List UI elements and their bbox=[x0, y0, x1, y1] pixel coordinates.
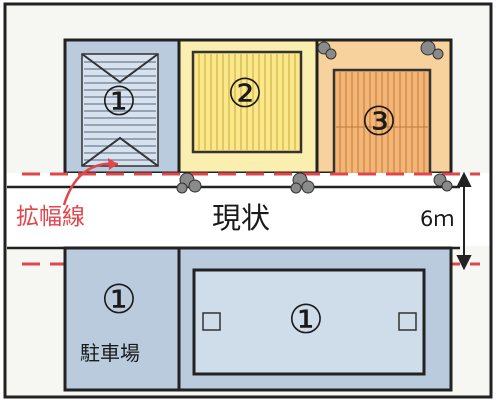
label-lot-3: ③ bbox=[361, 99, 397, 145]
parking-label: 駐車場 bbox=[80, 341, 140, 365]
widening-line-label: 拡幅線 bbox=[16, 204, 85, 230]
label-lot-1-top: ① bbox=[101, 79, 137, 125]
lot-2-roof bbox=[191, 50, 303, 154]
garden-stone-icon bbox=[176, 40, 453, 194]
road-width-label: 6ｍ bbox=[420, 207, 455, 231]
label-lot-1-bottom: ① bbox=[288, 297, 324, 343]
road-status-label: 現状 bbox=[212, 201, 271, 235]
label-lot-2: ② bbox=[227, 71, 263, 117]
label-lot-1-parking: ① bbox=[101, 277, 137, 323]
lot-1-bottom-house bbox=[192, 268, 426, 376]
small-square-right bbox=[398, 312, 417, 331]
dimension-arrow-icon bbox=[456, 171, 472, 271]
lot-1-roof bbox=[81, 53, 159, 167]
lot-1-parking bbox=[63, 246, 181, 392]
small-square-left bbox=[202, 312, 221, 331]
road bbox=[7, 173, 489, 246]
